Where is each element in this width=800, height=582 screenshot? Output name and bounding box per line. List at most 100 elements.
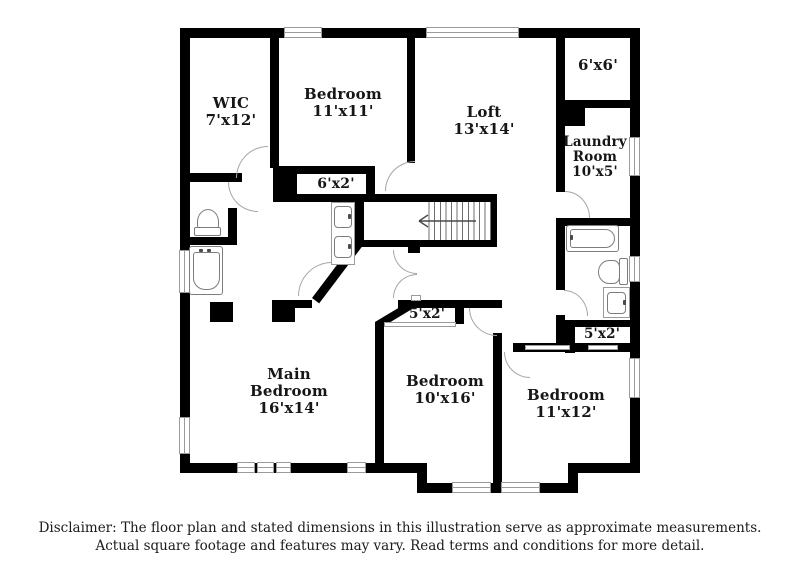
room-dims: 5'x2' [583, 326, 621, 342]
room-dims: 6'x2' [317, 176, 355, 192]
window [179, 417, 190, 454]
room-label-wic: WIC 7'x12' [181, 95, 281, 129]
room-name: Bedroom [406, 372, 484, 390]
window [452, 482, 491, 493]
door-arc [564, 290, 588, 316]
wall-segment [272, 300, 295, 322]
stair-direction-arrow-icon [418, 214, 476, 228]
sink [334, 236, 352, 258]
wall-segment [563, 108, 585, 126]
room-dims: 5'x2' [408, 306, 446, 322]
wall-segment [180, 237, 232, 245]
toilet [598, 260, 620, 284]
door-arc [385, 161, 415, 191]
wall-segment [375, 322, 384, 467]
wall-segment [556, 38, 565, 105]
window [257, 462, 274, 473]
cased-opening [525, 345, 570, 350]
wall-segment [573, 320, 640, 327]
toilet-tank [194, 227, 221, 236]
bathtub-basin [570, 229, 615, 248]
wall-segment [273, 166, 375, 174]
room-label-main-bedroom: Main Bedroom 16'x14' [243, 366, 335, 417]
window [347, 462, 366, 473]
wall-segment [565, 320, 575, 353]
room-name: Main Bedroom [250, 365, 328, 400]
wall-segment [297, 194, 497, 202]
wall-segment [270, 38, 279, 168]
room-dims: 13'x14' [453, 120, 515, 138]
door-arc [298, 262, 332, 296]
disclaimer-line-1: Disclaimer: The floor plan and stated di… [38, 520, 762, 536]
window [426, 27, 519, 38]
room-dims: 11'x12' [535, 403, 597, 421]
double-door-arc [393, 274, 417, 298]
room-label-bedroom-11x11: Bedroom 11'x11' [293, 86, 393, 120]
door-arc [469, 308, 497, 336]
wall-segment [210, 302, 233, 322]
room-dims: 7'x12' [205, 111, 257, 129]
wall-segment [407, 38, 415, 163]
room-label-bedroom-10x16: Bedroom 10'x16' [389, 373, 501, 407]
closet-opening [588, 345, 618, 350]
faucet-icon [207, 249, 211, 252]
wall-segment [630, 28, 640, 473]
disclaimer-text: Disclaimer: The floor plan and stated di… [0, 520, 800, 555]
window [284, 27, 322, 38]
wall-segment [513, 343, 640, 352]
faucet-icon [570, 235, 573, 240]
wall-segment [180, 173, 242, 182]
door-arc [504, 352, 530, 378]
closet-opening [384, 322, 456, 327]
disclaimer-line-2: Actual square footage and features may v… [95, 537, 705, 554]
room-label-6x6: 6'x6' [559, 57, 637, 74]
toilet-tank [619, 258, 628, 285]
room-label-closet-5x2-left: 5'x2' [395, 307, 459, 322]
window [629, 256, 640, 282]
wall-segment [417, 463, 427, 493]
wall-segment [228, 208, 237, 245]
wall-segment [556, 315, 565, 347]
wall-segment [398, 300, 502, 308]
room-label-closet-6x2: 6'x2' [301, 176, 371, 192]
window [237, 462, 255, 473]
wall-segment [180, 28, 640, 38]
wall-segment [568, 463, 640, 473]
room-name: WIC [212, 94, 250, 112]
wall-segment [366, 168, 375, 198]
room-name: Laundry Room [563, 134, 627, 165]
door-arc [236, 146, 268, 178]
window [501, 482, 540, 493]
faucet-icon [348, 244, 351, 249]
room-label-loft: Loft 13'x14' [436, 104, 532, 138]
room-name: Loft [466, 103, 502, 121]
wall-segment [556, 100, 640, 108]
room-dims: 11'x11' [312, 102, 374, 120]
room-label-bedroom-11x12: Bedroom 11'x12' [510, 387, 622, 421]
window [629, 358, 640, 398]
wall-segment [491, 194, 497, 247]
faucet-icon [623, 300, 626, 305]
faucet-icon [348, 214, 351, 219]
wall-segment [295, 300, 312, 308]
wall-segment [180, 463, 427, 473]
double-door-arc [393, 250, 417, 274]
room-dims: 6'x6' [577, 56, 618, 74]
sink [334, 206, 352, 228]
wall-segment [556, 100, 565, 192]
wall-segment [556, 218, 640, 226]
wall-segment [556, 218, 565, 290]
room-label-laundry: Laundry Room 10'x5' [556, 135, 634, 180]
wall-segment [568, 463, 578, 493]
wall-segment [273, 166, 297, 202]
window [629, 137, 640, 176]
door-arc [565, 191, 590, 218]
wall-segment [455, 306, 464, 324]
bathtub-basin [193, 252, 220, 290]
room-name: Bedroom [527, 386, 605, 404]
room-dims: 10'x5' [572, 164, 618, 180]
wall-segment [493, 333, 502, 491]
room-name: Bedroom [304, 85, 382, 103]
room-label-closet-5x2-right: 5'x2' [570, 327, 634, 342]
